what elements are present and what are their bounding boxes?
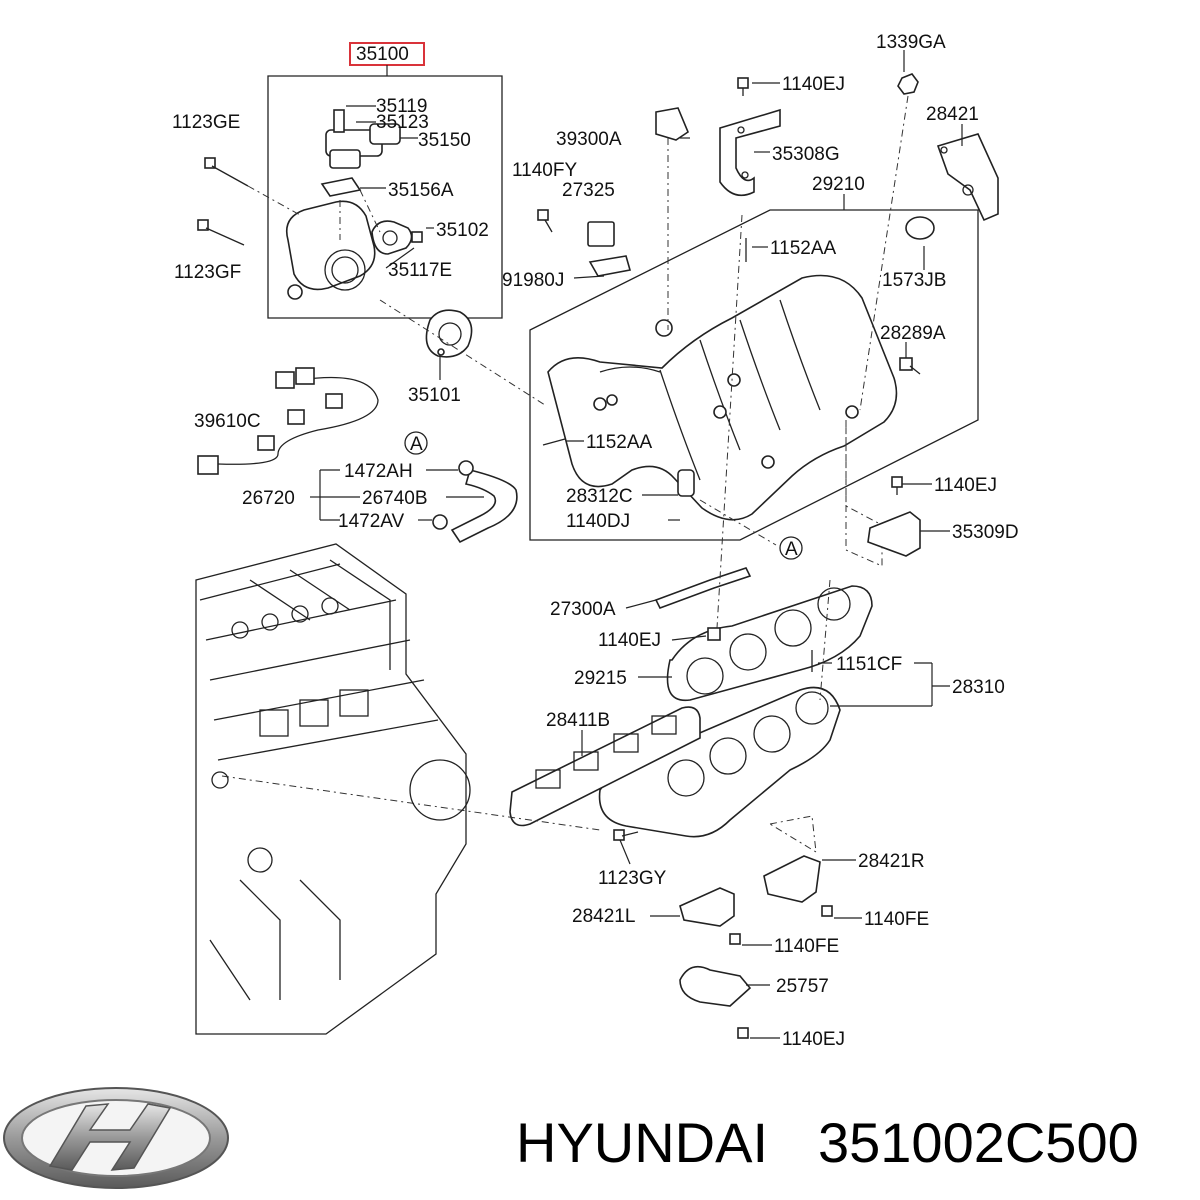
callout-26740B[interactable]: 26740B <box>362 488 428 509</box>
bolt-28289A <box>899 357 921 375</box>
callout-35308G[interactable]: 35308G <box>772 144 840 165</box>
callout-1140EJ-top[interactable]: 1140EJ <box>782 74 845 95</box>
callout-29210[interactable]: 29210 <box>812 174 865 195</box>
gasket-35101 <box>425 309 473 358</box>
hyundai-logo-icon <box>3 1087 229 1189</box>
callout-35309D[interactable]: 35309D <box>952 522 1019 543</box>
bolt-1140EJ-lower <box>707 627 721 641</box>
leader-lines <box>310 50 963 1039</box>
switch-27325 <box>587 221 632 277</box>
callout-1140EJ-right[interactable]: 1140EJ <box>934 475 997 496</box>
callout-28411B[interactable]: 28411B <box>546 710 610 731</box>
bolt-1123GE <box>204 157 301 216</box>
callout-35101[interactable]: 35101 <box>408 385 461 406</box>
callout-29215[interactable]: 29215 <box>574 668 627 689</box>
callout-1472AH[interactable]: 1472AH <box>344 461 413 482</box>
callout-35117E[interactable]: 35117E <box>388 260 452 281</box>
bolt-1339GA <box>859 73 919 411</box>
heat-shield-28421L <box>679 887 741 945</box>
callout-1140EJ-bottom[interactable]: 1140EJ <box>782 1029 845 1050</box>
brand-name: HYUNDAI <box>516 1111 768 1174</box>
gasket-29215 <box>666 585 873 702</box>
harness-39610C <box>197 367 379 475</box>
bracket-35309D <box>845 420 921 567</box>
callout-91980J[interactable]: 91980J <box>502 270 564 291</box>
callout-1140FE-left[interactable]: 1140FE <box>774 936 839 957</box>
bolt-1123GF <box>197 219 245 246</box>
gasket-28411B <box>509 706 701 827</box>
callout-28421R[interactable]: 28421R <box>858 851 925 872</box>
reference-marker-a-left[interactable]: A <box>404 431 428 455</box>
bolt-1140EJ-top <box>737 77 749 96</box>
callout-27325[interactable]: 27325 <box>562 180 615 201</box>
callout-35119[interactable]: 35119 <box>376 96 427 117</box>
callout-35150[interactable]: 35150 <box>418 130 471 151</box>
hose-26740B <box>432 460 518 544</box>
callout-39300A[interactable]: 39300A <box>556 129 622 150</box>
part-number: 351002C500 <box>818 1111 1139 1174</box>
callout-35123[interactable]: 35123 <box>376 112 429 133</box>
callout-1339GA[interactable]: 1339GA <box>876 32 946 53</box>
callout-28421L[interactable]: 28421L <box>572 906 635 927</box>
callout-35102[interactable]: 35102 <box>436 220 489 241</box>
callout-1140DJ[interactable]: 1140DJ <box>566 511 630 532</box>
callout-1123GF[interactable]: 1123GF <box>174 262 241 283</box>
bolt-1140FY <box>537 209 553 233</box>
callout-28310[interactable]: 28310 <box>952 677 1005 698</box>
engine-block-illustration <box>195 543 471 1035</box>
callout-1472AV[interactable]: 1472AV <box>338 511 405 532</box>
callout-1140FY[interactable]: 1140FY <box>512 160 577 181</box>
callout-28421[interactable]: 28421 <box>926 104 979 125</box>
reference-marker-a-right[interactable]: A <box>779 536 803 560</box>
bracket-35308G <box>719 108 781 197</box>
callout-1151CF[interactable]: 1151CF <box>836 654 902 675</box>
bolt-1123GY <box>613 829 639 841</box>
marker-a-label: A <box>410 434 423 455</box>
callout-35100[interactable]: 35100 <box>356 44 409 65</box>
callout-28289A[interactable]: 28289A <box>880 323 946 344</box>
throttle-body-group <box>267 42 503 319</box>
heat-shield-28421R <box>763 815 833 917</box>
callout-39610C[interactable]: 39610C <box>194 411 261 432</box>
marker-a-label: A <box>785 539 798 560</box>
stud-1152AA-left <box>542 438 566 446</box>
callout-25757[interactable]: 25757 <box>776 976 829 997</box>
callout-35156A[interactable]: 35156A <box>388 180 454 201</box>
callout-28312C[interactable]: 28312C <box>566 486 633 507</box>
callout-26720[interactable]: 26720 <box>242 488 295 509</box>
callout-1152AA-left[interactable]: 1152AA <box>586 432 653 453</box>
intake-manifold-group <box>529 209 979 541</box>
bracket-25757 <box>679 965 752 1039</box>
bracket-28421 <box>936 133 999 222</box>
callout-1140EJ-lower[interactable]: 1140EJ <box>598 630 661 651</box>
callout-27300A[interactable]: 27300A <box>550 599 616 620</box>
callout-1123GE[interactable]: 1123GE <box>172 112 240 133</box>
sensor-39300A <box>655 107 689 330</box>
callout-1123GY[interactable]: 1123GY <box>598 868 667 889</box>
gasket-27300A <box>654 214 752 629</box>
callout-1140FE-right[interactable]: 1140FE <box>864 909 929 930</box>
callout-1573JB[interactable]: 1573JB <box>882 270 946 291</box>
callout-1152AA-top[interactable]: 1152AA <box>770 238 837 259</box>
